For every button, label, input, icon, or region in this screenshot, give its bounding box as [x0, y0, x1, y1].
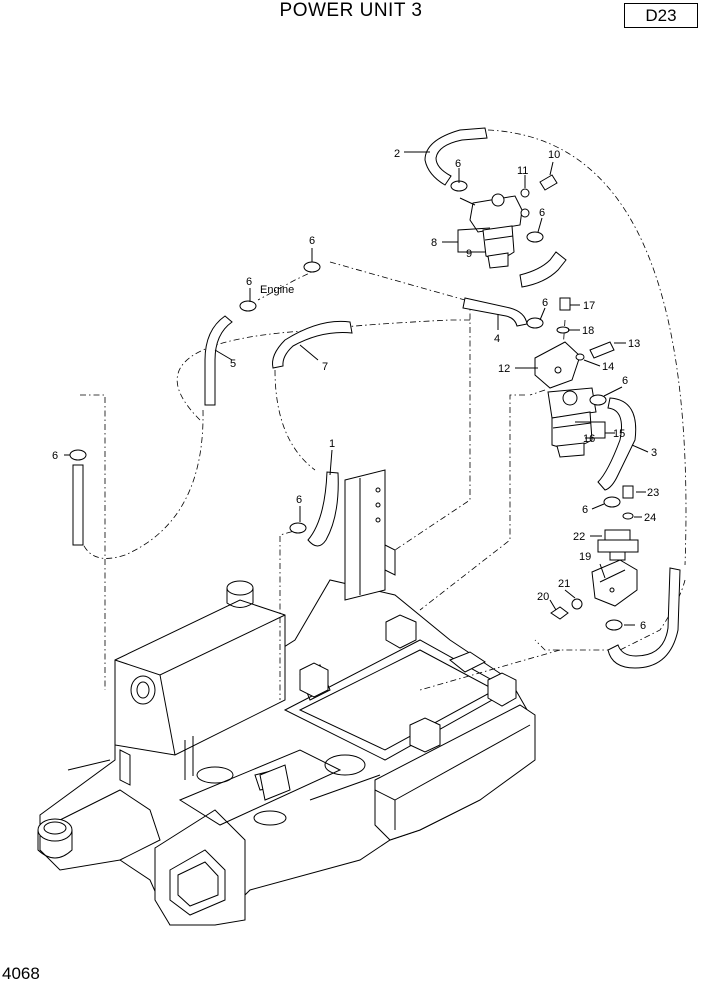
routing-lines: [77, 129, 687, 700]
callout-3: 3: [651, 447, 657, 459]
callout-13: 13: [628, 338, 640, 350]
callout-22: 22: [573, 531, 585, 543]
callout-11: 11: [517, 165, 528, 177]
page-number: 4068: [2, 964, 40, 983]
callout-9: 9: [466, 248, 472, 260]
callout-7: 7: [322, 361, 328, 373]
callout-6d: 6: [246, 276, 252, 288]
callout-6a: 6: [455, 158, 461, 170]
engine-label: Engine: [260, 284, 294, 296]
leader-lines: [64, 151, 649, 626]
callout-6h: 6: [296, 494, 302, 506]
callout-21: 21: [558, 578, 570, 590]
callout-6j: 6: [640, 620, 646, 632]
callout-6f: 6: [622, 375, 628, 387]
callout-23: 23: [647, 487, 659, 499]
callout-10: 10: [548, 149, 560, 161]
callout-labels: 2 6 11 10 6 8 9 6 6 Engine 6 17 4 18 13 …: [52, 148, 659, 632]
hoses: [72, 127, 681, 669]
callout-19: 19: [579, 551, 591, 563]
page-title: POWER UNIT 3: [279, 0, 423, 21]
callout-6c: 6: [309, 235, 315, 247]
fittings: [69, 174, 639, 631]
callout-8: 8: [431, 237, 437, 249]
callout-4: 4: [494, 333, 500, 345]
upper-frame-drawing: [37, 469, 536, 926]
callout-12: 12: [498, 363, 510, 375]
callout-14: 14: [602, 361, 614, 373]
callout-6g: 6: [52, 450, 58, 462]
callout-6i: 6: [582, 504, 588, 516]
callout-20: 20: [537, 591, 549, 603]
callout-1: 1: [329, 438, 335, 450]
callout-16: 16: [583, 433, 595, 445]
callout-2: 2: [394, 148, 400, 160]
callout-15: 15: [613, 428, 625, 440]
callout-6e: 6: [542, 297, 548, 309]
callout-18: 18: [582, 325, 594, 337]
callout-17: 17: [583, 300, 595, 312]
callout-5: 5: [230, 358, 236, 370]
callout-24: 24: [644, 512, 656, 524]
section-code-box: D23: [624, 3, 698, 28]
callout-6b: 6: [539, 207, 545, 219]
